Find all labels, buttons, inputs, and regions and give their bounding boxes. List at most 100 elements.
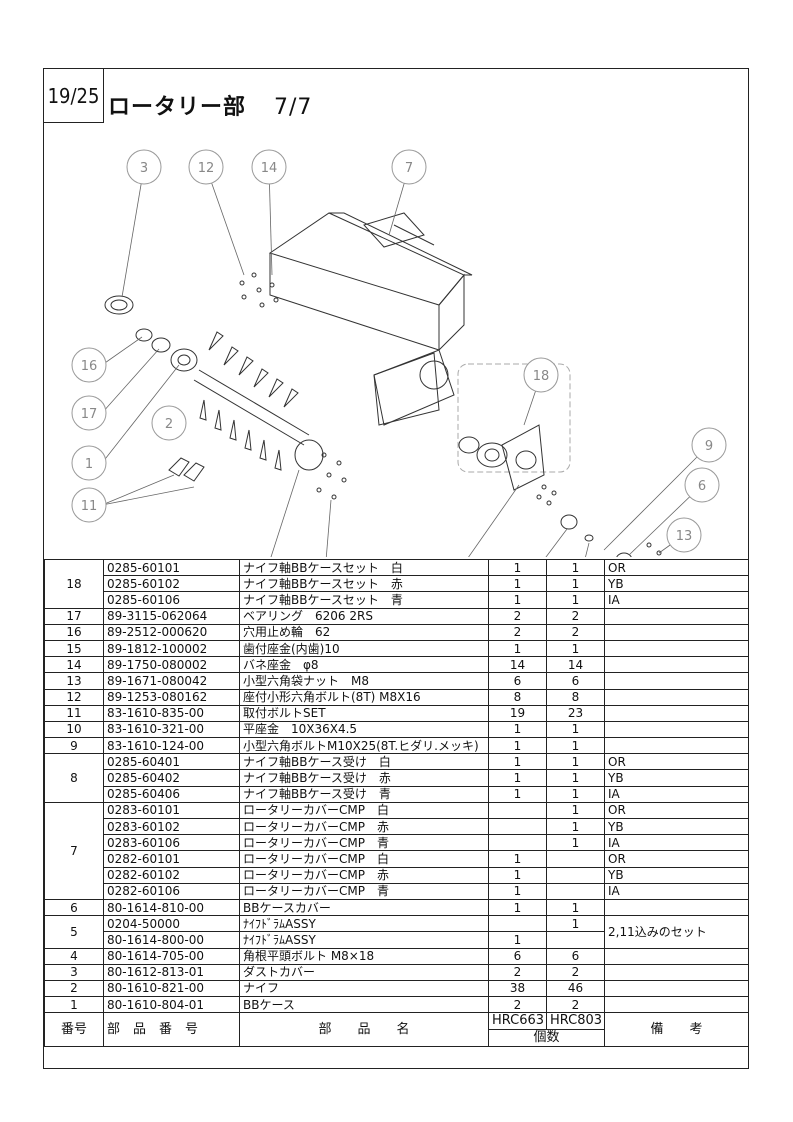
cell-b [546,882,605,900]
cell-name: ロータリーカバーCMP 白 [239,801,489,820]
cell-a [488,801,547,820]
cell-part_no: 0285-60406 [103,785,240,803]
cell-b: 1 [546,769,605,787]
cell-rem [604,704,749,722]
cell-part_no: 0282-60102 [103,866,240,884]
cell-b: 1 [546,591,605,609]
cell-part_no: 0283-60101 [103,801,240,820]
header-no: 番号 [44,1012,104,1048]
cell-no: 6 [44,898,104,917]
cell-a: 1 [488,850,547,868]
cell-part_no: 83-1610-835-00 [103,704,240,722]
cell-no: 11 [44,704,104,722]
page-title: ロータリー部 7/7 [108,89,312,121]
cell-name: ナイフ軸BBケース受け 白 [239,753,489,771]
callout-circle [71,445,107,481]
cell-no: 1 [44,996,104,1014]
cell-rem: OR [604,850,749,868]
left-bearing-parts-drawing [104,295,198,372]
cell-b: 1 [546,753,605,771]
cell-name: 取付ボルトSET [239,704,489,722]
cell-rem [604,720,749,739]
cell-a: 1 [488,753,547,771]
callout-circle [666,517,702,553]
cell-part_no: 0285-60101 [103,558,240,577]
cell-rem [604,737,749,755]
cell-rem [604,607,749,625]
callout-label: 18 [533,369,550,384]
cell-rem [604,898,749,917]
callout-circle [71,487,107,523]
cell-name: バネ座金 φ8 [239,656,489,674]
cell-rem [604,996,749,1014]
cell-name: BBケース [239,996,489,1014]
cell-name: 小型六角袋ナット M8 [239,672,489,690]
cell-a: 1 [488,931,547,949]
callout-label: 17 [81,407,98,422]
cell-name: ダストカバー [239,963,489,981]
callout-circle [71,395,107,431]
cell-rem [604,623,749,641]
cell-name: ﾅｲﾌﾄﾞﾗﾑASSY [239,915,489,933]
cell-rem: YB [604,769,749,787]
cell-a: 2 [488,963,547,981]
callout-circle [71,347,107,383]
cell-rem [604,947,749,965]
cell-part_no: 80-1610-804-01 [103,996,240,1014]
callout-circle [126,149,162,185]
title-text: ロータリー部 [108,95,247,120]
cell-part_no: 0285-60401 [103,753,240,771]
cell-no: 8 [44,753,104,803]
cell-name: ロータリーカバーCMP 赤 [239,866,489,884]
cell-b [546,850,605,868]
cell-part_no: 0285-60106 [103,591,240,609]
cell-a [488,915,547,933]
cell-part_no: 80-1614-705-00 [103,947,240,965]
cell-a: 1 [488,591,547,609]
cell-rem [604,639,749,658]
callout-label: 7 [405,161,413,176]
cell-a: 38 [488,979,547,998]
cell-b: 1 [546,801,605,820]
cell-no: 5 [44,915,104,949]
cell-a: 1 [488,866,547,884]
cell-name: 歯付座金(内歯)10 [239,639,489,658]
cell-rem [604,656,749,674]
cell-part_no: 0282-60101 [103,850,240,868]
cell-rem: YB [604,575,749,593]
callout-circle [691,427,727,463]
exploded-parts-diagram: 312147161721111896135481015 [71,149,727,557]
cell-name: 穴用止め輪 62 [239,623,489,641]
cell-name: 角根平頭ボルト M8×18 [239,947,489,965]
cell-name: 小型六角ボルトM10X25(8T.ヒダリ.メッキ) [239,737,489,755]
callout-label: 11 [81,499,98,514]
cell-no: 7 [44,801,104,900]
cell-name: 平座金 10X36X4.5 [239,720,489,739]
callout-circle [523,357,559,393]
bb-case-group-drawing [457,363,662,557]
cell-no: 17 [44,607,104,625]
callout-circle [151,405,187,441]
cell-b: 2 [546,623,605,641]
callout-label: 1 [85,457,93,472]
callout-label: 13 [676,529,693,544]
cell-b: 1 [546,575,605,593]
table-header-row-2: 個数 [45,1029,749,1048]
cell-rem [604,688,749,706]
title-subtitle: 7/7 [274,95,313,120]
cell-a: 1 [488,882,547,900]
cell-b [546,931,605,949]
knife-drum-drawing [168,331,347,500]
callout-label: 9 [705,439,713,454]
